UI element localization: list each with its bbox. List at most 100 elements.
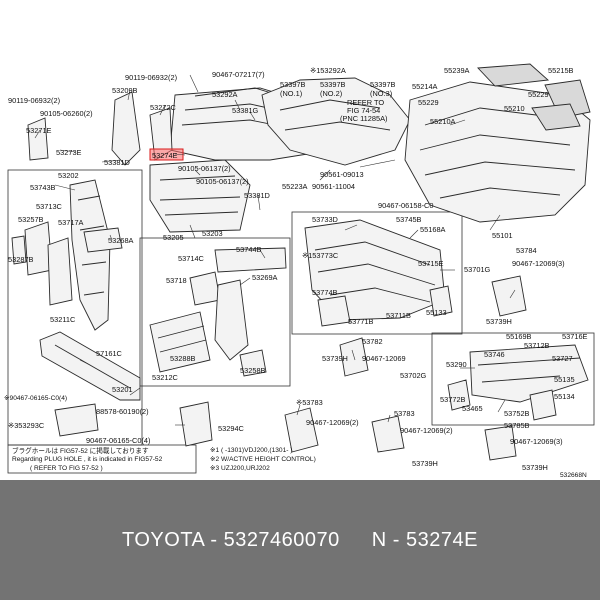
- label-90467-06165-c0: 90467-06165-C0(4): [86, 436, 151, 445]
- label-53205: 53205: [163, 233, 184, 242]
- label-53774b: 53774B: [312, 288, 338, 297]
- label-53274e-highlight: 53274E: [152, 151, 178, 160]
- right-lower-box: [431, 332, 595, 426]
- label-55210: 55210: [504, 104, 525, 113]
- label-53746: 53746: [484, 350, 505, 359]
- label-53381d-2: 53381D: [244, 191, 270, 200]
- label-53712b: 53712B: [524, 341, 550, 350]
- label-90467-12069: 90467-12069: [362, 354, 406, 363]
- label-53743b: 53743B: [30, 183, 56, 192]
- label-53294c: 53294C: [218, 424, 245, 433]
- label-53273e: 53273E: [56, 148, 82, 157]
- label-55134: 55134: [554, 392, 575, 401]
- diagram-code: 532668N: [560, 472, 587, 479]
- label-53257b: 53257B: [18, 215, 44, 224]
- bracket-53271e-part: [27, 117, 49, 161]
- cross-member-ribs: [477, 357, 581, 383]
- label-53702g: 53702G: [400, 371, 427, 380]
- label-53271e: 53271E: [26, 126, 52, 135]
- part-53269a: [214, 279, 249, 361]
- label-90467-06165-c0-star: ※90467-06165-C0(4): [4, 395, 67, 402]
- bracket-53209b-part: [111, 91, 141, 166]
- label-55229-a: 55229: [418, 98, 439, 107]
- part-53212c: [149, 311, 211, 373]
- pnc-number: N - 53274E: [371, 528, 478, 551]
- part-55239a: [477, 63, 550, 87]
- label-53201: 53201: [112, 385, 133, 394]
- label-53714c: 53714C: [178, 254, 205, 263]
- label-53292a: 53292A: [212, 90, 238, 99]
- insulator-53397b-part: [261, 77, 411, 166]
- label-53258b: 53258B: [240, 366, 266, 375]
- label-90467-06158: 90467-06158-C0: [378, 201, 433, 210]
- label-55229-b: 55229: [528, 90, 549, 99]
- side-member-ridge: [54, 344, 131, 389]
- note-refer-fig: ( REFER TO FIG 57-52 ): [30, 465, 103, 472]
- label-55223a: 55223A: [282, 182, 308, 191]
- label-53771b: 53771B: [348, 317, 374, 326]
- label-53397b-3: 53397B: [370, 80, 396, 89]
- label-53290: 53290: [446, 360, 467, 369]
- part-53212c-ribs: [157, 325, 207, 353]
- dash-insulator-ribs: [419, 107, 576, 199]
- brand-part-number: TOYOTA - 5327460070: [122, 528, 340, 551]
- label-90105-06137-b: 90105-06137(2): [196, 177, 249, 186]
- apron-53211c-part: [69, 179, 111, 331]
- label-53772b: 53772B: [440, 395, 466, 404]
- label-53202: 53202: [58, 171, 79, 180]
- label-53783-star: ※53783: [296, 398, 323, 407]
- label-55214a: 55214A: [412, 82, 438, 91]
- label-53783: 53783: [394, 409, 415, 418]
- label-53715e: 53715E: [418, 259, 444, 268]
- note-3: ※3 UZJ200,URJ202: [210, 465, 270, 472]
- bracket-53287b-part: [11, 235, 27, 265]
- label-53739h-1: 53739H: [486, 317, 512, 326]
- label-refer-fig: FIG 74-54: [347, 106, 380, 115]
- part-55133: [429, 285, 453, 317]
- part-53744b: [214, 247, 287, 273]
- label-53397b-1-no: (NO.1): [280, 89, 302, 98]
- label-90561-09013: 90561-09013: [320, 170, 364, 179]
- label-90105-06260: 90105-06260(2): [40, 109, 93, 118]
- label-53397b-2: 53397B: [320, 80, 346, 89]
- label-90467-07217: 90467-07217(7): [212, 70, 265, 79]
- parts-diagram: 90119-06932(2) 53209B 90467-07217(7) ※15…: [4, 63, 595, 479]
- label-90119-06932-a: 90119-06932(2): [125, 73, 177, 82]
- label-53744b: 53744B: [236, 245, 262, 254]
- label-53212c: 53212C: [152, 373, 179, 382]
- label-53381g: 53381G: [232, 106, 259, 115]
- part-53752b: [529, 389, 557, 421]
- label-55215b: 55215B: [548, 66, 574, 75]
- label-53733d: 53733D: [312, 215, 338, 224]
- label-55239a: 55239A: [444, 66, 470, 75]
- label-53203: 53203: [202, 229, 223, 238]
- label-refer-pnc: (PNC 11285A): [340, 114, 388, 123]
- label-353293c: ※353293C: [8, 421, 45, 430]
- label-55168a: 55168A: [420, 225, 446, 234]
- label-55210a: 55210A: [430, 117, 456, 126]
- label-153773c: ※153773C: [302, 251, 339, 260]
- label-53711b: 53711B: [386, 311, 411, 320]
- label-90119-06932-b: 90119-06932(2): [8, 96, 60, 105]
- part-53785b: [484, 425, 517, 461]
- label-55133: 55133: [426, 308, 447, 317]
- bracket-53268a-part: [83, 227, 123, 253]
- label-53381d: 53381D: [104, 158, 130, 167]
- label-53211c: 53211C: [50, 315, 76, 324]
- label-53782: 53782: [362, 337, 383, 346]
- label-53717a: 53717A: [58, 218, 84, 227]
- label-53784: 53784: [516, 246, 537, 255]
- label-53713c: 53713C: [36, 202, 63, 211]
- dash-panel-55101-part: [304, 219, 446, 321]
- center-assembly-box: [139, 237, 291, 387]
- label-53727: 53727: [552, 354, 573, 363]
- label-53272c: 53272C: [150, 103, 177, 112]
- note-2: ※2 W/ACTIVE HEIGHT CONTROL): [210, 456, 316, 463]
- label-53465: 53465: [462, 404, 483, 413]
- note-1: ※1 ( -1301)VDJ200,(1301- ): [210, 447, 293, 454]
- dash-panel-ribs: [314, 241, 436, 303]
- leader-lines: [34, 74, 516, 426]
- note-box: [7, 444, 197, 474]
- label-88578-60190: 88578-60190(2): [96, 407, 149, 416]
- label-53739h-4: 53739H: [522, 463, 548, 472]
